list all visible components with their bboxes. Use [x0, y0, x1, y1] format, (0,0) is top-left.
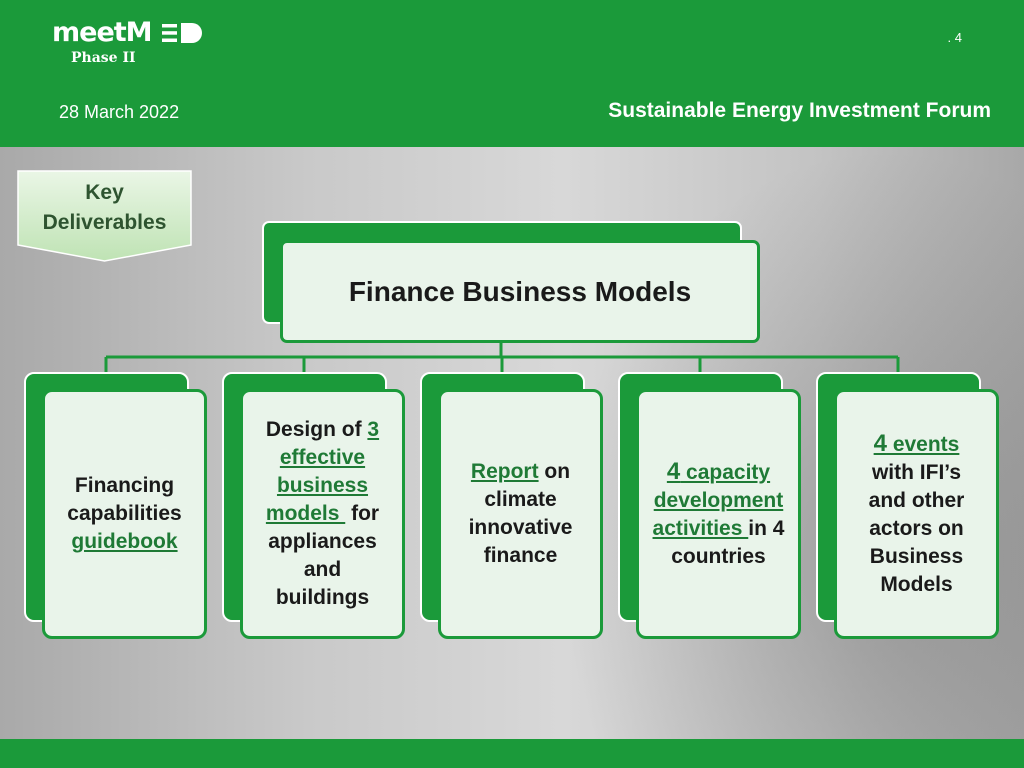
card-2-text-part: Design of — [265, 418, 368, 441]
card-business-models-design: Design of 3 effective business models fo… — [240, 389, 405, 639]
card-1-text: Financing capabilities guidebook — [67, 472, 181, 556]
card-3-line: climate — [484, 488, 557, 511]
presentation-date: 28 March 2022 — [59, 102, 180, 122]
card-capacity-development: 4 capacity development activities in 4 c… — [636, 389, 801, 639]
tag-shape — [17, 170, 192, 262]
forum-title: Sustainable Energy Investment Forum — [608, 99, 991, 122]
card-4-line: 4 capacity — [653, 458, 785, 487]
card-4-line: countries — [671, 544, 766, 568]
card-4-text: 4 capacity development activities in 4 c… — [653, 458, 785, 571]
card-2-highlight: effective — [279, 446, 366, 469]
tag-label: Key Deliverables — [17, 178, 192, 238]
card-5-line: and other — [868, 488, 965, 512]
logo-phase-label: Phase II — [71, 50, 136, 66]
card-ifi-events: 4 events with IFI’s and other actors on … — [834, 389, 999, 639]
card-3-highlight: Report — [470, 460, 539, 483]
card-1-line: capabilities — [67, 502, 182, 525]
card-5-line: actors on — [869, 516, 964, 540]
card-3-line: finance — [483, 544, 558, 567]
main-box: Finance Business Models — [280, 240, 760, 343]
card-financing-guidebook: Financing capabilities guidebook — [42, 389, 207, 639]
card-2-text: Design of 3 effective business models fo… — [266, 416, 379, 612]
main-box-title: Finance Business Models — [348, 275, 692, 307]
card-2-highlight: business — [276, 474, 369, 497]
card-2-text-part: for — [345, 502, 380, 525]
tag-line-1: Key — [85, 181, 124, 204]
card-2-highlight: 3 — [367, 418, 380, 441]
card-1-link-guidebook: guidebook — [71, 530, 178, 553]
card-5-line: Business — [869, 544, 964, 568]
header-bar: meetM Phase II . 4 28 March 2022 Sustain… — [0, 0, 1024, 147]
card-4-text-part: in 4 — [748, 516, 785, 540]
card-4-highlight: development — [653, 488, 784, 512]
card-2-highlight: models — [265, 502, 346, 525]
card-4-highlight: 4 — [666, 457, 681, 485]
card-3-text: Report on climate innovative finance — [469, 458, 573, 570]
page-number: . 4 — [947, 30, 962, 45]
card-4-line: activities in 4 — [653, 515, 785, 543]
card-2-line: Design of 3 — [266, 416, 379, 444]
card-2-line: and — [303, 558, 342, 581]
card-3-text-part: on — [538, 460, 571, 483]
card-3-line: Report on — [469, 458, 573, 486]
tag-line-2: Deliverables — [42, 211, 167, 234]
card-4-highlight: activities — [652, 516, 749, 540]
card-5-line: Models — [880, 572, 953, 596]
meetmed-logo: meetM Phase II — [52, 18, 212, 70]
key-deliverables-tag: Key Deliverables — [17, 170, 192, 262]
logo-wordmark: meetM — [52, 17, 153, 48]
card-1-line: Financing — [74, 474, 175, 497]
footer-bar — [0, 739, 1024, 768]
card-2-line: buildings — [275, 586, 370, 609]
card-5-text: 4 events with IFI’s and other actors on … — [869, 430, 965, 599]
card-5-line: with IFI’s — [871, 460, 962, 484]
plug-icon — [162, 23, 202, 43]
card-2-line: appliances — [268, 530, 377, 553]
card-5-line: 4 events — [869, 430, 965, 459]
card-3-line: innovative — [468, 516, 573, 539]
card-2-line: models for — [266, 500, 379, 528]
card-climate-finance-report: Report on climate innovative finance — [438, 389, 603, 639]
card-4-highlight: capacity — [680, 460, 771, 484]
card-5-highlight: events — [886, 432, 960, 456]
card-5-highlight: 4 — [873, 429, 887, 457]
